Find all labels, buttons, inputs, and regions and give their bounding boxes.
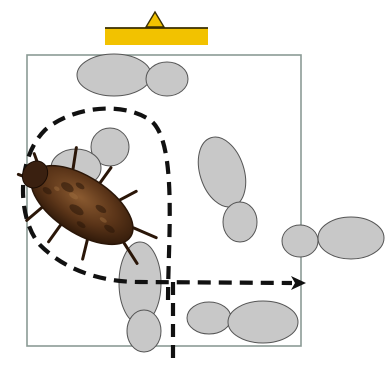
marker-icon — [105, 10, 208, 45]
object-right-small — [222, 201, 258, 243]
object-far-right-small — [281, 224, 319, 258]
object-bottom-small — [126, 309, 162, 353]
object-left-small — [90, 127, 130, 167]
trajectory-path — [20, 106, 293, 366]
object-right-large — [197, 136, 247, 208]
object-bottom-right-small — [186, 301, 232, 335]
beetle-icon — [16, 146, 158, 265]
object-far-right-large — [317, 216, 385, 260]
beetle-head — [21, 160, 49, 189]
object-bottom-right-large — [227, 300, 299, 344]
object-top-right — [145, 61, 189, 97]
arrowhead-icon — [291, 276, 306, 290]
marker-triangle-icon — [144, 10, 166, 28]
object-top-left — [76, 53, 152, 97]
marker-bar — [105, 28, 208, 45]
trajectory-loop — [20, 106, 293, 301]
arena-border — [26, 54, 302, 347]
